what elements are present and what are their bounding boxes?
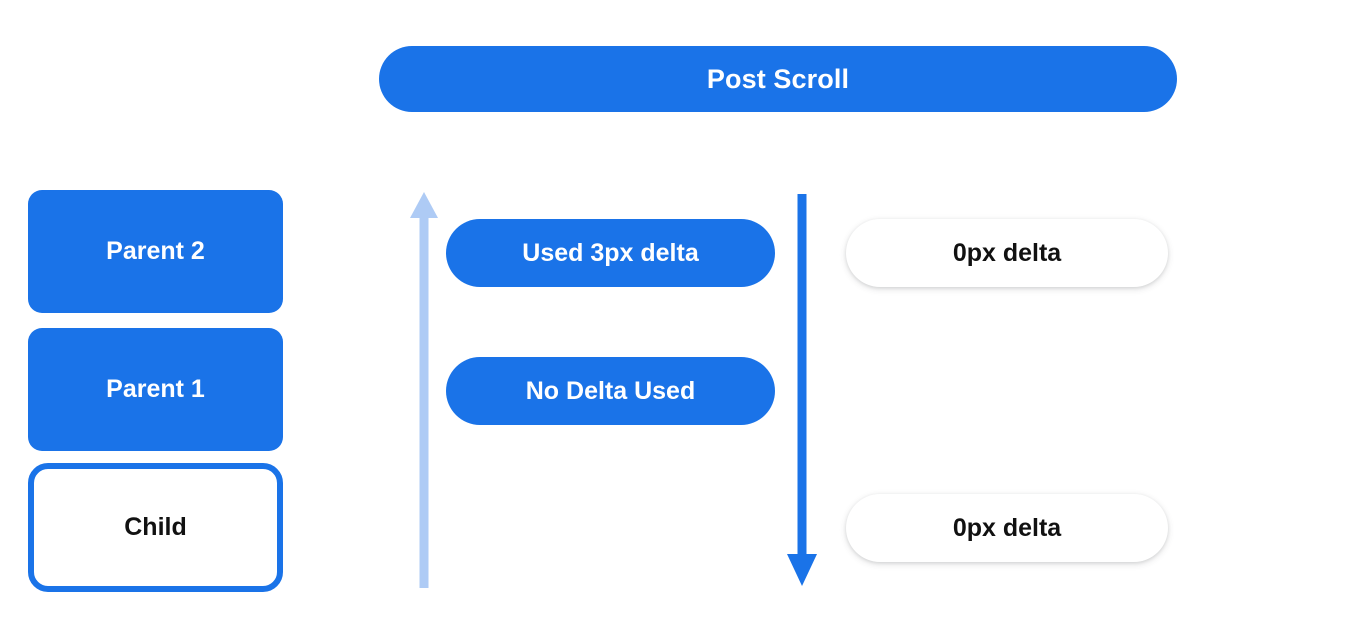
stack-box-child: Child [28, 463, 283, 592]
delta-consumed-pill-1: Used 3px delta [446, 219, 775, 287]
delta-remaining-pill-2-label: 0px delta [952, 513, 1062, 542]
delta-consumed-pill-1-label: Used 3px delta [522, 238, 699, 267]
delta-consumed-pill-2-label: No Delta Used [525, 376, 696, 405]
stack-box-parent-2-label: Parent 2 [106, 237, 205, 265]
delta-remaining-pill-1-label: 0px delta [952, 238, 1062, 267]
delta-remaining-pill-1: 0px delta [846, 219, 1168, 287]
stack-box-parent-2: Parent 2 [28, 190, 283, 313]
post-scroll-banner-label: Post Scroll [706, 63, 850, 94]
stack-box-child-label: Child [124, 513, 187, 541]
upward-arrow-icon [410, 192, 438, 588]
post-scroll-banner: Post Scroll [379, 46, 1177, 112]
delta-consumed-pill-2: No Delta Used [446, 357, 775, 425]
stack-box-parent-1-label: Parent 1 [106, 375, 205, 403]
delta-remaining-pill-2: 0px delta [846, 494, 1168, 562]
downward-arrow-icon [787, 194, 817, 586]
stack-box-parent-1: Parent 1 [28, 328, 283, 451]
